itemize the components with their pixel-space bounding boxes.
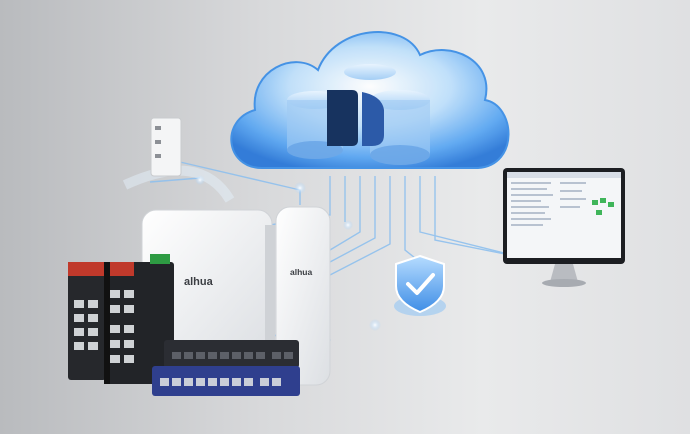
switch-icon	[152, 340, 300, 396]
cloud-icon	[230, 31, 510, 169]
logo-mark-icon	[327, 90, 384, 146]
shield-check-icon	[394, 254, 446, 316]
access-point-brand-label: alhua	[184, 276, 214, 288]
access-point-device: alhua	[141, 209, 275, 361]
outdoor-ap-brand-label: alhua	[290, 267, 312, 277]
monitor-icon	[503, 168, 625, 287]
industrial-switch-left	[68, 262, 106, 380]
server-stacks-icon	[287, 64, 430, 165]
industrial-switch-right	[104, 254, 174, 384]
wall-panel-device	[122, 117, 235, 203]
